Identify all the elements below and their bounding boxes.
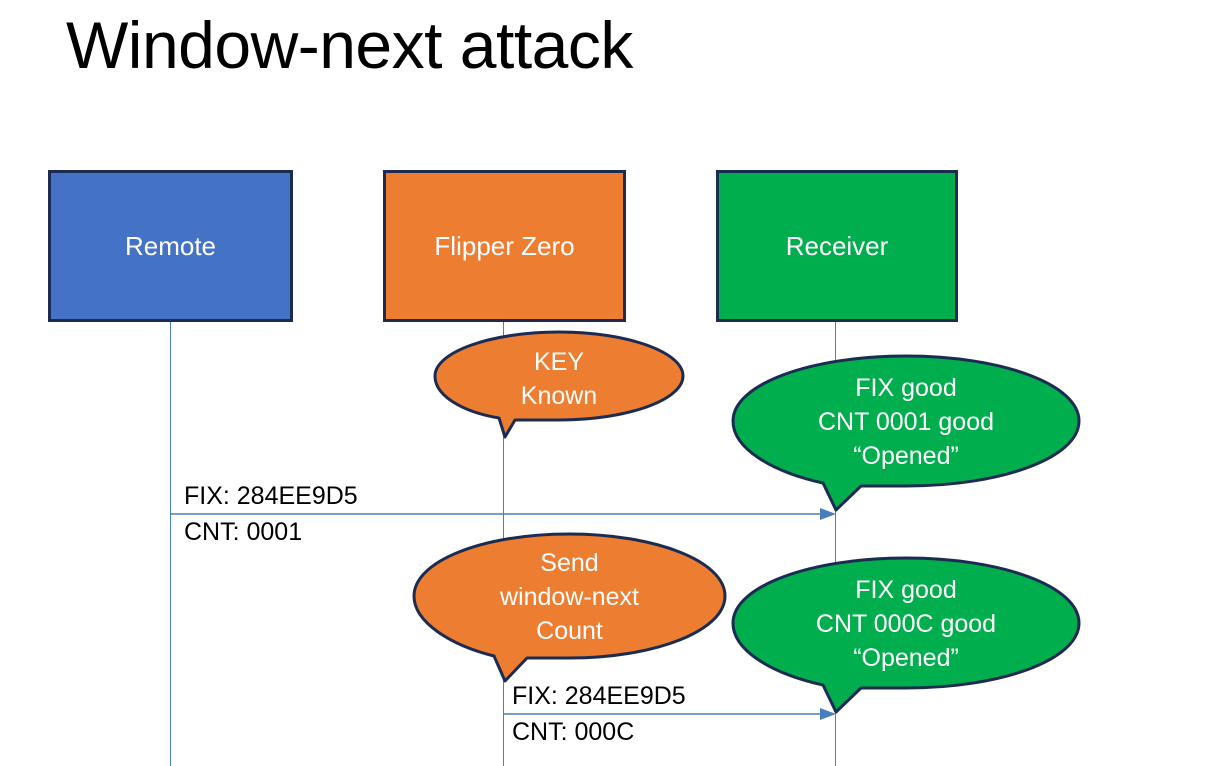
- message-1-label-cnt: CNT: 0001: [184, 518, 303, 546]
- message-arrow-flipper-to-receiver: FIX: 284EE9D5 CNT: 000C: [503, 682, 836, 746]
- message-arrow-remote-to-receiver: FIX: 284EE9D5 CNT: 0001: [170, 482, 836, 546]
- message-1-label-fix: FIX: 284EE9D5: [184, 482, 358, 510]
- oval-callout-shape: [412, 532, 727, 683]
- actor-label-receiver: Receiver: [785, 231, 889, 261]
- callout-send-window-next[interactable]: Send window-next Count: [412, 532, 727, 685]
- arrow-line-icon: [170, 508, 836, 520]
- oval-callout-shape: [433, 330, 685, 439]
- lifeline-receiver: [835, 322, 836, 766]
- actor-label-remote: Remote: [124, 231, 217, 261]
- oval-callout-shape: [731, 354, 1081, 512]
- callout-fix-cnt-0001[interactable]: FIX good CNT 0001 good “Opened”: [731, 354, 1081, 514]
- lifeline-remote: [170, 322, 171, 766]
- message-2-label-cnt: CNT: 000C: [512, 718, 635, 746]
- actor-box-flipper[interactable]: Flipper Zero: [383, 170, 626, 322]
- page-title: Window-next attack: [66, 8, 633, 82]
- message-2-label-fix: FIX: 284EE9D5: [512, 682, 686, 710]
- arrow-line-icon: [503, 708, 836, 720]
- callout-key-known[interactable]: KEY Known: [433, 330, 685, 442]
- oval-callout-shape: [731, 556, 1081, 714]
- actor-box-remote[interactable]: Remote: [48, 170, 293, 322]
- actor-label-flipper: Flipper Zero: [434, 231, 575, 261]
- actor-box-receiver[interactable]: Receiver: [716, 170, 958, 322]
- callout-fix-cnt-000c[interactable]: FIX good CNT 000C good “Opened”: [731, 556, 1081, 716]
